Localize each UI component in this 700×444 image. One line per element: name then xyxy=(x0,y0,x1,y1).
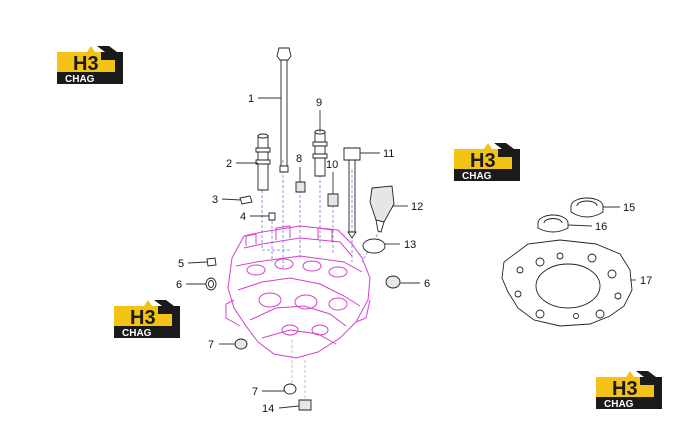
part-6-plug-right xyxy=(385,275,401,289)
part-13-cover xyxy=(362,238,386,254)
logo-mark: H3 xyxy=(612,378,638,400)
part-2-sleeve xyxy=(255,133,271,191)
callout-12: 12 xyxy=(411,201,423,213)
part-5-plug xyxy=(206,257,217,267)
callout-7b: 7 xyxy=(252,386,258,398)
part-11-bolt xyxy=(343,147,361,239)
callout-17: 17 xyxy=(640,275,652,287)
callout-5: 5 xyxy=(178,258,184,270)
logo-mark: H3 xyxy=(130,307,156,329)
logo-word: CHAG xyxy=(604,399,634,410)
callout-14: 14 xyxy=(262,403,274,415)
callout-labels: 1 2 3 4 5 6 6 7 7 8 9 10 11 12 13 14 15 … xyxy=(176,93,652,415)
part-12-injector xyxy=(369,185,395,233)
brand-logo: H3 CHAG xyxy=(454,143,520,182)
callout-2: 2 xyxy=(226,158,232,170)
logo-word: CHAG xyxy=(462,171,492,182)
callout-3: 3 xyxy=(212,194,218,206)
logo-mark: H3 xyxy=(73,53,99,75)
logo-word: CHAG xyxy=(65,74,95,85)
brand-logo: H3 CHAG xyxy=(114,300,180,339)
callout-16: 16 xyxy=(595,221,607,233)
part-16-seal-ring xyxy=(537,214,569,233)
brand-logo: H3 CHAG xyxy=(596,371,662,410)
callout-9: 9 xyxy=(316,97,322,109)
callout-6a: 6 xyxy=(176,279,182,291)
part-14-plug xyxy=(298,399,312,411)
part-1-pushrod xyxy=(276,47,292,173)
callout-1: 1 xyxy=(248,93,254,105)
callout-6b: 6 xyxy=(424,278,430,290)
callout-13: 13 xyxy=(404,239,416,251)
part-7-plug-upper xyxy=(234,338,248,350)
callout-4: 4 xyxy=(240,211,246,223)
part-9-sleeve xyxy=(312,129,328,177)
part-7-plug-lower xyxy=(283,383,297,395)
leader-lines xyxy=(186,97,636,409)
assembly-guides xyxy=(261,160,381,404)
cylinder-head xyxy=(225,225,371,359)
part-15-seal-ring xyxy=(570,197,604,218)
logo-word: CHAG xyxy=(122,328,152,339)
callout-15: 15 xyxy=(623,202,635,214)
logo-mark: H3 xyxy=(470,150,496,172)
callout-7a: 7 xyxy=(208,339,214,351)
part-10-cup xyxy=(327,193,339,207)
part-4-pin xyxy=(268,212,276,221)
callout-11: 11 xyxy=(383,148,394,160)
part-6-seal-left xyxy=(205,277,217,291)
part-8-cup xyxy=(295,181,306,193)
callout-8: 8 xyxy=(296,153,302,165)
callout-10: 10 xyxy=(326,159,338,171)
part-3-pin xyxy=(239,195,253,205)
brand-logo: H3 CHAG xyxy=(57,46,123,85)
part-17-head-gasket xyxy=(501,239,633,327)
